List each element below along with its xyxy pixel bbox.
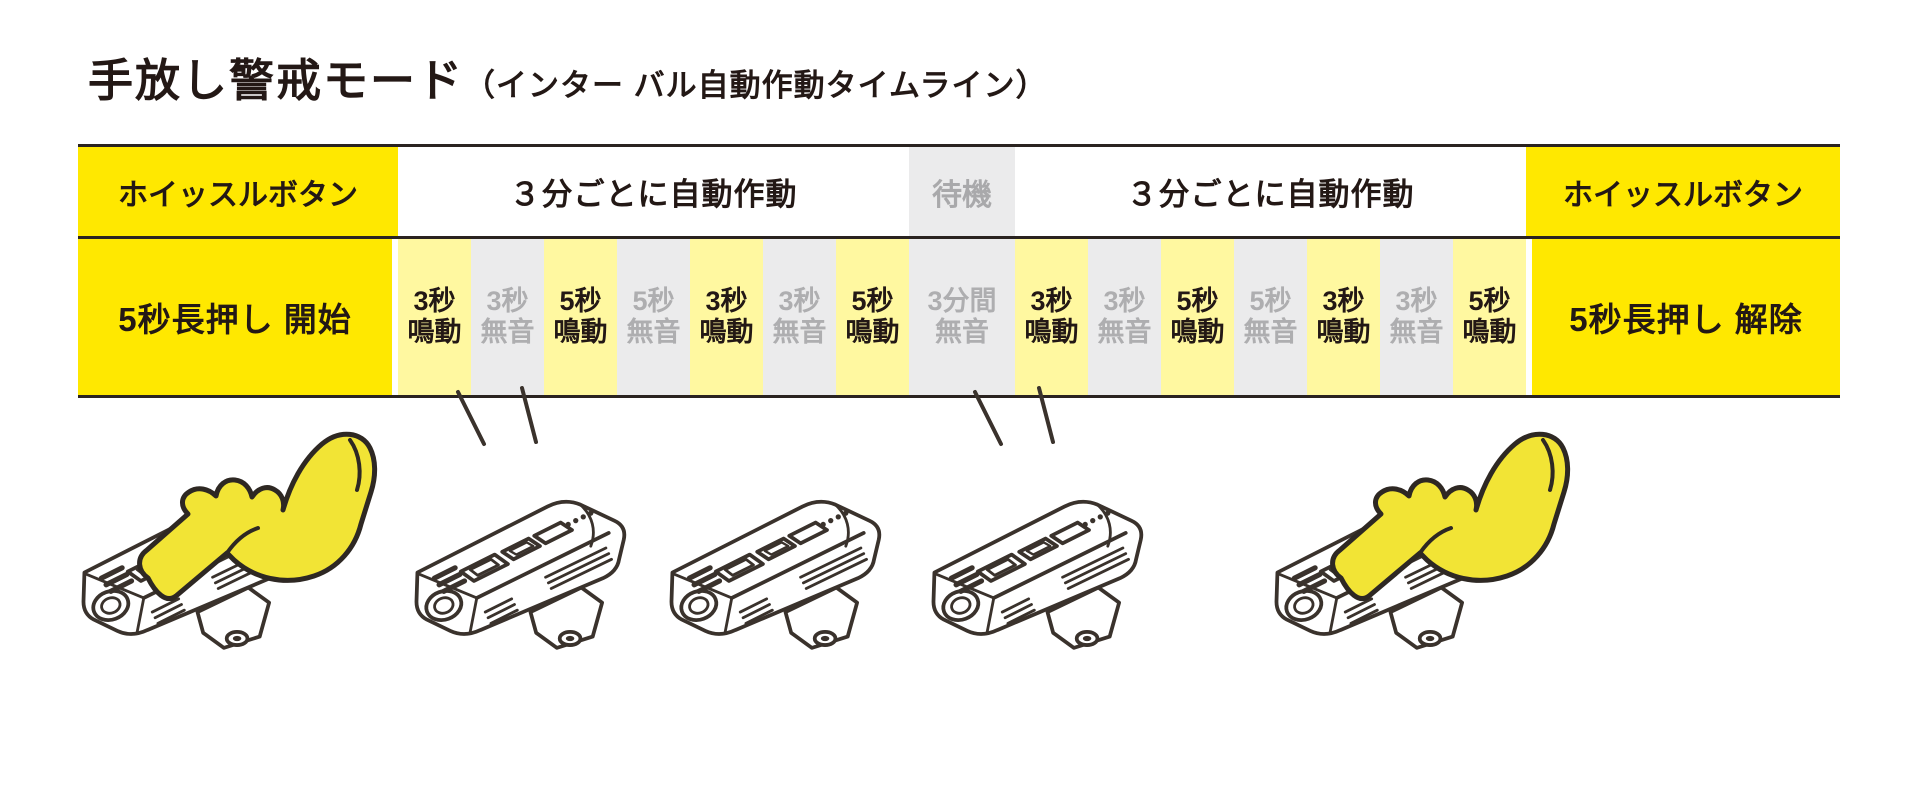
timeline-cell-mode: 鳴動: [1170, 317, 1225, 347]
timeline-cell-mode: 無音: [1243, 317, 1298, 347]
timeline-end-cell: 5秒長押し 解除: [1532, 239, 1840, 395]
timeline-cell-mode: 鳴動: [553, 317, 608, 347]
illustration-press-start: [75, 398, 335, 653]
timeline-cell-duration: 3秒: [778, 285, 821, 316]
timeline-cell-duration: 3秒: [1322, 285, 1365, 316]
timeline-cell-duration: 5秒: [851, 285, 894, 316]
timeline-cell: 3分間 無音: [909, 239, 1015, 395]
timeline-cell-duration: 3秒: [1030, 285, 1073, 316]
title-sub: （インター バル自動作動タイムライン）: [464, 68, 1048, 103]
timeline-cell: 5秒 鳴動: [836, 239, 909, 395]
timeline-cell-mode: 鳴動: [407, 317, 462, 347]
timeline-cell: 5秒 無音: [1234, 239, 1307, 395]
timeline-cell-duration: 5秒: [1176, 285, 1219, 316]
timeline-cell: 3秒 無音: [471, 239, 544, 395]
timeline-cells: 3秒 鳴動 3秒 無音 5秒 鳴動 5秒 無音: [398, 239, 1526, 395]
timeline-cell: 5秒 鳴動: [1453, 239, 1526, 395]
timeline-cell: 5秒 鳴動: [1161, 239, 1234, 395]
timeline-cell-duration: 5秒: [632, 285, 675, 316]
timeline-cell-duration: 5秒: [1468, 285, 1511, 316]
timeline-cell-duration: 5秒: [559, 285, 602, 316]
timeline-cell-duration: 3秒: [486, 285, 529, 316]
timeline-cell: 3秒 無音: [1380, 239, 1453, 395]
timeline-cell-mode: 鳴動: [699, 317, 754, 347]
timeline-start-cell: 5秒長押し 開始: [78, 239, 392, 395]
header-cell-auto-right: ３分ごとに自動作動: [1015, 147, 1526, 236]
timeline-cell-mode: 無音: [1389, 317, 1444, 347]
header-cell-whistle-left: ホイッスルボタン: [78, 147, 398, 236]
timeline-cell-mode: 鳴動: [1024, 317, 1079, 347]
timeline-row: 5秒長押し 開始 3秒 鳴動 3秒 無音 5秒 鳴動: [78, 239, 1840, 395]
timeline-table: ホイッスルボタン ３分ごとに自動作動 待機 ３分ごとに自動作動 ホイッスルボタン…: [78, 144, 1840, 398]
timeline-cell-mode: 無音: [1097, 317, 1152, 347]
timeline-cell-mode: 無音: [480, 317, 535, 347]
timeline-cell-duration: 3秒: [413, 285, 456, 316]
hand-press-icon: [1321, 382, 1571, 612]
timeline-cell: 5秒 鳴動: [544, 239, 617, 395]
page-title: 手放し警戒モード（インター バル自動作動タイムライン）: [88, 44, 1047, 109]
illustration-auto-alert-1: [408, 398, 668, 653]
timeline-cell: 3秒 鳴動: [1015, 239, 1088, 395]
timeline-cell-mode: 鳴動: [1316, 317, 1371, 347]
header-cell-whistle-right: ホイッスルボタン: [1526, 147, 1840, 236]
bike-light-icon: [925, 450, 1170, 653]
bike-light-icon: [663, 450, 908, 653]
timeline-cell-duration: 3秒: [705, 285, 748, 316]
header-cell-auto-left: ３分ごとに自動作動: [398, 147, 909, 236]
alert-lines-icon: [963, 386, 1083, 448]
illustration-auto-alert-2: [925, 398, 1185, 653]
timeline-cell-duration: 5秒: [1249, 285, 1292, 316]
timeline-cell-duration: 3秒: [1395, 285, 1438, 316]
timeline-cell: 3秒 無音: [1088, 239, 1161, 395]
timeline-cell: 3秒 鳴動: [690, 239, 763, 395]
header-cell-standby: 待機: [909, 147, 1015, 236]
timeline-cell-duration: 3秒: [1103, 285, 1146, 316]
header-row: ホイッスルボタン ３分ごとに自動作動 待機 ３分ごとに自動作動 ホイッスルボタン: [78, 147, 1840, 239]
timeline-cell-duration: 3分間: [927, 285, 997, 316]
timeline-cell-mode: 鳴動: [845, 317, 900, 347]
timeline-cell: 3秒 無音: [763, 239, 836, 395]
timeline-cell-mode: 無音: [772, 317, 827, 347]
timeline-cell-mode: 無音: [935, 317, 989, 347]
illustration-press-release: [1268, 398, 1528, 653]
timeline-cell-mode: 鳴動: [1462, 317, 1517, 347]
alert-lines-icon: [446, 386, 566, 448]
timeline-cell-mode: 無音: [626, 317, 681, 347]
illustration-standby: [663, 398, 923, 653]
bike-light-icon: [408, 450, 653, 653]
hand-press-icon: [128, 382, 378, 612]
timeline-cell: 3秒 鳴動: [398, 239, 471, 395]
timeline-cell: 5秒 無音: [617, 239, 690, 395]
title-main: 手放し警戒モード: [88, 55, 465, 106]
timeline-cell: 3秒 鳴動: [1307, 239, 1380, 395]
